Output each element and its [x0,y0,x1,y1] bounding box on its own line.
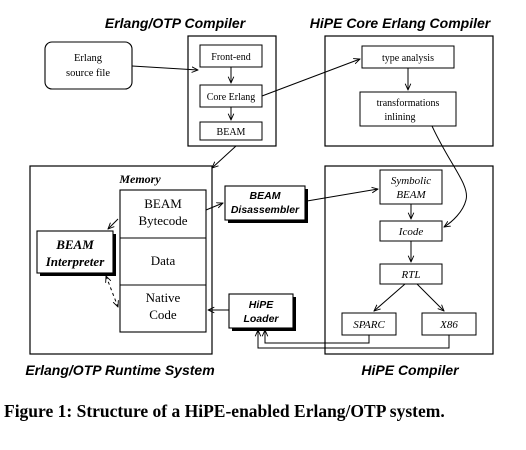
arrow-rtl-to-x86 [416,283,444,311]
arrows [106,59,468,349]
arrow-source-to-frontend [131,65,198,70]
rtl-label: RTL [401,269,421,281]
beam-bytecode-label-1: BEAM [144,196,182,211]
section-title-hipe-compiler: HiPE Compiler [361,362,460,378]
section-title-runtime: Erlang/OTP Runtime System [25,362,214,378]
arrow-beam-to-memory [212,145,237,168]
spacer [293,312,342,322]
native-code-label-2: Code [149,307,177,322]
beam-label: BEAM [217,127,246,138]
beam-interpreter-label-1: BEAM [55,237,94,252]
section-title-otp-compiler: Erlang/OTP Compiler [105,15,247,31]
arrow-interpreter-native-dashed [106,276,118,307]
transformations-box [359,91,457,127]
front-end-label: Front-end [211,52,250,63]
memory-label: Memory [118,172,161,186]
erlang-source-label-2: source file [66,68,110,79]
beam-box [199,121,263,141]
beam-bytecode-label-2: Bytecode [138,213,187,228]
core-erlang-label: Core Erlang [207,92,256,103]
erlang-source-label-1: Erlang [74,53,103,64]
native-code-label-1: Native [146,290,181,305]
arrow-sparc-to-loader [265,330,370,344]
arrow-bytecode-to-interpreter [108,218,119,229]
arrow-x86-to-loader [258,330,450,349]
sparc-label: SPARC [353,319,385,331]
beam-disassembler-box [224,185,306,221]
arrow-disassembler-to-symbolic [306,189,378,202]
figure-caption: Figure 1: Structure of a HiPE-enabled Er… [4,401,445,421]
type-analysis-label: type analysis [382,53,434,64]
rtl-box [379,263,443,285]
runtime-frame [29,165,213,355]
hipe-loader-label-2: Loader [243,313,279,325]
beam-disassembler-label-2: Disassembler [231,204,300,216]
x86-label: X86 [439,319,458,331]
symbolic-beam-label-1: Symbolic [391,175,431,187]
hipe-loader-label-1: HiPE [249,299,275,311]
icode-label: Icode [398,226,424,238]
hipe-loader-box [228,293,294,329]
arrow-rtl-to-sparc [374,283,406,311]
hipe-compiler-frame [324,165,494,355]
beam-interpreter-label-2: Interpreter [45,254,105,269]
beam-disassembler-label-1: BEAM [250,190,281,202]
arrow-bytecode-to-disassembler [205,203,223,211]
erlang-source-file-box [44,41,133,90]
data-label: Data [151,253,176,268]
hipe-core-frame [324,35,494,147]
section-title-hipe-core: HiPE Core Erlang Compiler [310,15,492,31]
memory-box [119,189,207,333]
transformations-label-1: transformations [377,98,440,109]
arrow-core-to-type-analysis [261,59,360,97]
arrow-transform-to-icode [431,125,468,227]
symbolic-beam-box [379,169,443,205]
symbolic-beam-label-2: BEAM [396,189,426,201]
transformations-label-2: inlining [384,112,415,123]
beam-interpreter-box [36,230,114,274]
